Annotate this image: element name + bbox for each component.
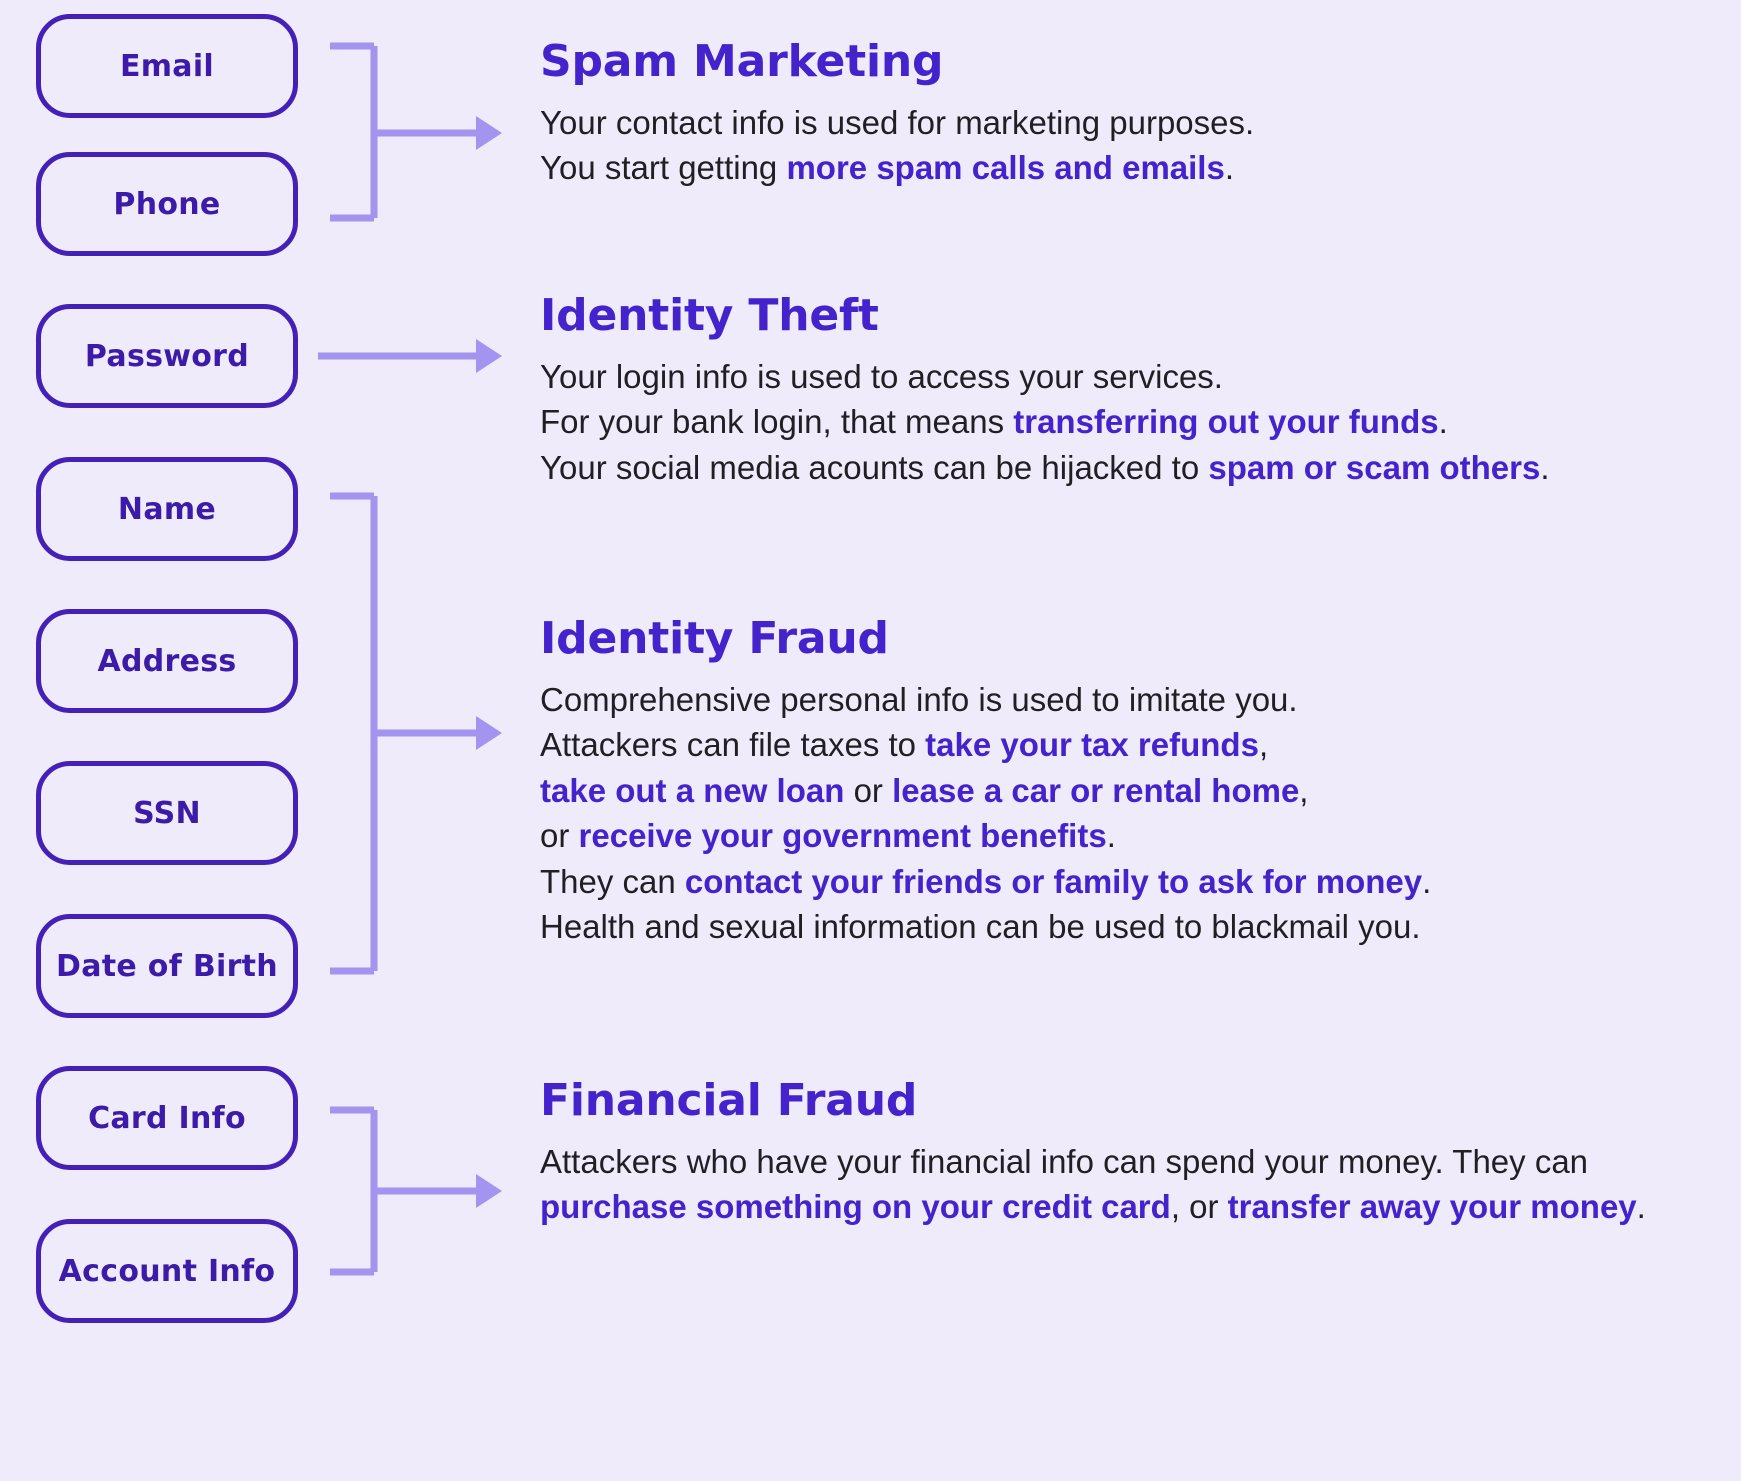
body-text: For your bank login, that means [540, 403, 1014, 441]
section-title: Spam Marketing [540, 36, 944, 87]
body-text: Comprehensive personal info is used to i… [540, 680, 1298, 718]
body-text: , [1299, 771, 1309, 809]
data-type-chip[interactable]: Name [36, 457, 298, 561]
section-title: Financial Fraud [540, 1075, 918, 1126]
data-type-chip[interactable]: Address [36, 609, 298, 713]
section-body-line: or receive your government benefits. [540, 813, 1720, 859]
highlighted-phrase: contact your friends or family to ask fo… [684, 862, 1423, 900]
identity-fraud-connector-head [476, 716, 502, 750]
section-body-line: take out a new loan or lease a car or re… [540, 768, 1720, 814]
data-type-chip[interactable]: Account Info [36, 1219, 298, 1323]
financial-fraud-connector-head [476, 1174, 502, 1208]
section-body-line: Health and sexual information can be use… [540, 904, 1720, 950]
data-type-chip[interactable]: SSN [36, 761, 298, 865]
body-text: , [1258, 726, 1269, 764]
body-text: . [1224, 149, 1235, 187]
body-text: Your login info is used to access your s… [540, 357, 1223, 395]
body-text: You start getting [540, 149, 787, 187]
data-type-label: Phone [113, 186, 221, 222]
body-text: Attackers who have your financial info c… [540, 1142, 1589, 1180]
data-type-label: Name [117, 491, 217, 527]
highlighted-phrase: transfer away your money [1227, 1188, 1637, 1226]
section-body-line: Attackers can file taxes to take your ta… [540, 722, 1720, 768]
data-type-label: Address [97, 643, 237, 679]
data-type-chip[interactable]: Password [36, 304, 298, 408]
section-title: Identity Theft [540, 290, 879, 341]
body-text: . [1636, 1188, 1646, 1226]
section-title: Identity Fraud [540, 613, 889, 664]
identity-theft-connector-head [476, 339, 502, 373]
data-type-chip[interactable]: Email [36, 14, 298, 118]
highlighted-phrase: take your tax refunds [925, 726, 1259, 764]
body-text: Your contact info is used for marketing … [540, 103, 1255, 141]
section-body-line: Your contact info is used for marketing … [540, 100, 1720, 146]
body-text: , or [1170, 1188, 1228, 1226]
section-body-line: Your login info is used to access your s… [540, 354, 1720, 400]
highlighted-phrase: purchase something on your credit card [540, 1188, 1171, 1226]
highlighted-phrase: transferring out your funds [1013, 403, 1439, 441]
section-body-line: You start getting more spam calls and em… [540, 145, 1720, 191]
highlighted-phrase: more spam calls and emails [786, 149, 1225, 187]
section-body: Attackers who have your financial info c… [540, 1139, 1720, 1230]
body-text: or [844, 771, 893, 809]
data-type-chip[interactable]: Date of Birth [36, 914, 298, 1018]
data-type-label: Account Info [58, 1253, 276, 1289]
highlighted-phrase: take out a new loan [540, 771, 845, 809]
body-text: Health and sexual information can be use… [540, 908, 1421, 946]
body-text: Your social media acounts can be hijacke… [540, 448, 1209, 486]
highlighted-phrase: lease a car or rental home [892, 771, 1300, 809]
body-text: . [1422, 862, 1432, 900]
spam-marketing-connector-head [476, 116, 502, 150]
body-text: . [1438, 403, 1448, 441]
data-type-label: Email [119, 48, 215, 84]
data-type-label: SSN [133, 795, 201, 831]
highlighted-phrase: receive your government benefits [578, 817, 1107, 855]
data-type-label: Card Info [88, 1100, 246, 1136]
section-body-line: Comprehensive personal info is used to i… [540, 677, 1720, 723]
data-type-label: Password [84, 338, 250, 374]
body-text: They can [540, 862, 685, 900]
section-body: Your login info is used to access your s… [540, 354, 1720, 491]
highlighted-phrase: spam or scam others [1208, 448, 1541, 486]
data-type-chip[interactable]: Phone [36, 152, 298, 256]
body-text: or [540, 817, 579, 855]
body-text: . [1540, 448, 1550, 486]
section-body: Comprehensive personal info is used to i… [540, 677, 1720, 950]
section-body: Your contact info is used for marketing … [540, 100, 1720, 191]
section-body-line: They can contact your friends or family … [540, 859, 1720, 905]
body-text: . [1106, 817, 1116, 855]
data-type-chip[interactable]: Card Info [36, 1066, 298, 1170]
section-body-line: For your bank login, that means transfer… [540, 399, 1720, 445]
section-body-line: Your social media acounts can be hijacke… [540, 445, 1720, 491]
body-text: Attackers can file taxes to [540, 726, 926, 764]
data-type-label: Date of Birth [56, 948, 278, 984]
section-body-line: Attackers who have your financial info c… [540, 1139, 1720, 1230]
